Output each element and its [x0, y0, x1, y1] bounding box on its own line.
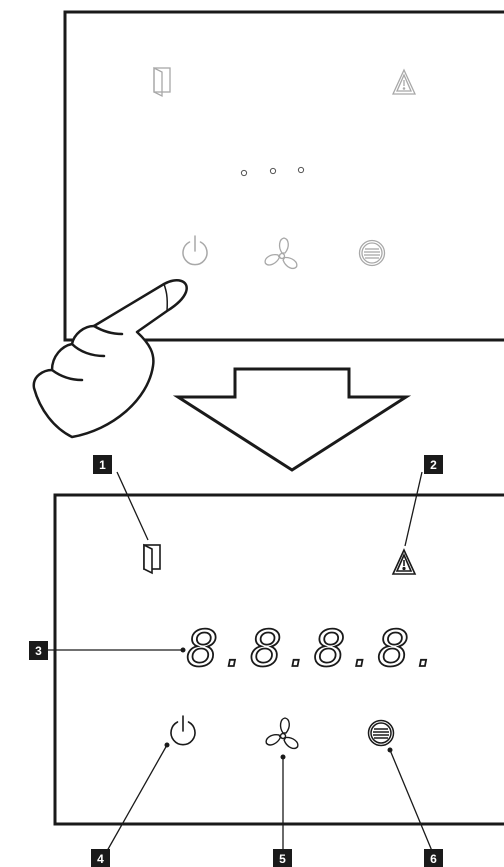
callout-6: 6 — [424, 849, 443, 867]
callout-2: 2 — [424, 455, 443, 474]
warning-icon — [393, 70, 415, 94]
callout-6-label: 6 — [430, 852, 437, 866]
callout-1-label: 1 — [99, 458, 106, 472]
down-arrow — [178, 369, 406, 470]
leader-end-dots — [165, 743, 393, 760]
digit-display: 8.8.8.8. — [181, 620, 441, 678]
status-dots — [241, 167, 303, 175]
menu-icon — [369, 721, 394, 746]
leader-line-2 — [405, 472, 422, 546]
pointing-hand — [34, 280, 187, 437]
power-icon — [183, 236, 207, 265]
fan-icon — [263, 238, 299, 270]
callout-4: 4 — [91, 849, 110, 867]
digit-display-text: 8.8.8.8. — [186, 620, 441, 678]
menu-icon — [360, 241, 385, 266]
top-panel — [65, 12, 504, 340]
door-icon — [144, 545, 160, 573]
callout-2-label: 2 — [430, 458, 437, 472]
leader-end-dot — [165, 743, 170, 748]
leader-line-6 — [390, 750, 432, 851]
status-dot — [270, 168, 275, 173]
door-icon — [154, 68, 170, 96]
callout-1: 1 — [93, 455, 112, 474]
callout-5: 5 — [273, 849, 292, 867]
status-dot — [298, 167, 303, 172]
leader-end-dot — [281, 755, 286, 760]
leader-line-4 — [107, 745, 167, 851]
bottom-panel: 8.8.8.8. — [55, 495, 504, 824]
warning-icon — [393, 550, 415, 574]
leader-line-1 — [117, 472, 148, 540]
callout-5-label: 5 — [279, 852, 286, 866]
callout-4-label: 4 — [97, 852, 104, 866]
fan-icon — [264, 718, 300, 750]
leader-end-dot — [388, 748, 393, 753]
callout-3-label: 3 — [35, 644, 42, 658]
top-panel-frame — [65, 12, 504, 340]
power-icon — [171, 716, 195, 745]
status-dot — [241, 170, 246, 175]
callout-3: 3 — [29, 641, 48, 660]
